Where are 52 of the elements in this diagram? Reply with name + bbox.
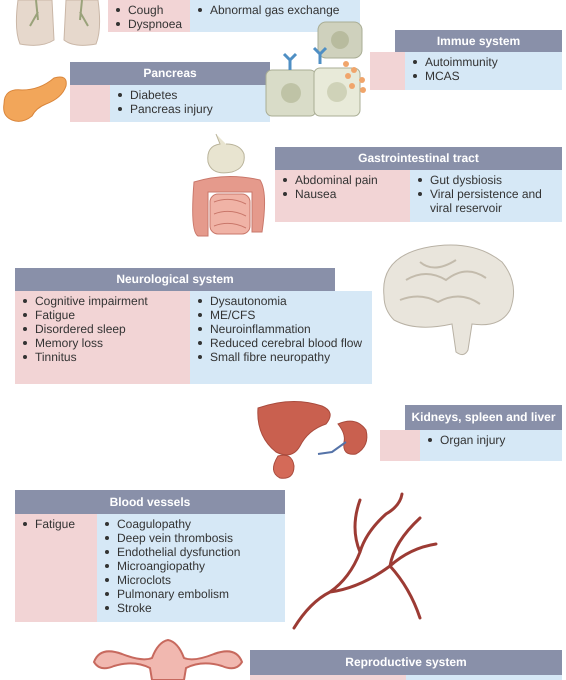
list-item: Coagulopathy [117, 517, 192, 531]
list-item: Abdominal pain [295, 173, 378, 187]
list-item: Reduced cerebral blood flow [210, 336, 362, 350]
panel-heading: Pancreas [70, 62, 270, 85]
list-item: Endothelial dysfunction [117, 545, 240, 559]
panel-heading: Blood vessels [15, 490, 285, 514]
list-item: Cough [128, 3, 164, 17]
list-item: Small fibre neuropathy [210, 350, 330, 364]
list-item: Dysautonomia [210, 294, 287, 308]
list-item: Microangiopathy [117, 559, 206, 573]
list-item: ME/CFS [210, 308, 256, 322]
column-block [370, 52, 405, 90]
symptom-list [108, 0, 190, 32]
list-item: Fatigue [35, 517, 76, 531]
list-item: Pulmonary embolism [117, 587, 230, 601]
list-item: Microclots [117, 573, 172, 587]
list-item: Fatigue [35, 308, 76, 322]
list-item: Deep vein thrombosis [117, 531, 234, 545]
list-item: Diabetes [130, 88, 178, 102]
list-item: Stroke [117, 601, 152, 615]
list-item: Nausea [295, 187, 336, 201]
list-item: Gut dysbiosis [430, 173, 502, 187]
panel-heading: Immue system [395, 30, 562, 52]
panel-heading: Reproductive system [250, 650, 562, 675]
panel-heading: Gastrointestinal tract [275, 147, 562, 170]
list-item: Disordered sleep [35, 322, 126, 336]
list-item: Cognitive impairment [35, 294, 148, 308]
list-item: Dyspnoea [128, 17, 182, 31]
list-item: Pancreas injury [130, 102, 213, 116]
info-panel [370, 30, 562, 90]
info-panel [70, 62, 270, 122]
info-panel [15, 268, 372, 384]
column-block [70, 85, 110, 122]
list-item: Abnormal gas exchange [210, 3, 340, 17]
panel-heading: Kidneys, spleen and liver [405, 405, 562, 430]
list-item: MCAS [425, 69, 460, 83]
list-item: Autoimmunity [425, 55, 498, 69]
list-item: Neuroinflammation [210, 322, 311, 336]
symptom-list [275, 170, 410, 222]
list-item: Viral persistence and viral reservoir [430, 187, 542, 215]
info-panel [380, 405, 562, 461]
list-item: Organ injury [440, 433, 506, 447]
symptom-list [15, 514, 97, 622]
info-panel [275, 147, 562, 222]
list-item: Tinnitus [35, 350, 77, 364]
panel-heading: Neurological system [15, 268, 335, 291]
column-block [380, 430, 420, 461]
symptom-list [190, 0, 360, 32]
info-panel [250, 650, 562, 680]
list-item: Memory loss [35, 336, 104, 350]
info-panel [15, 490, 285, 622]
symptom-list [15, 291, 190, 384]
